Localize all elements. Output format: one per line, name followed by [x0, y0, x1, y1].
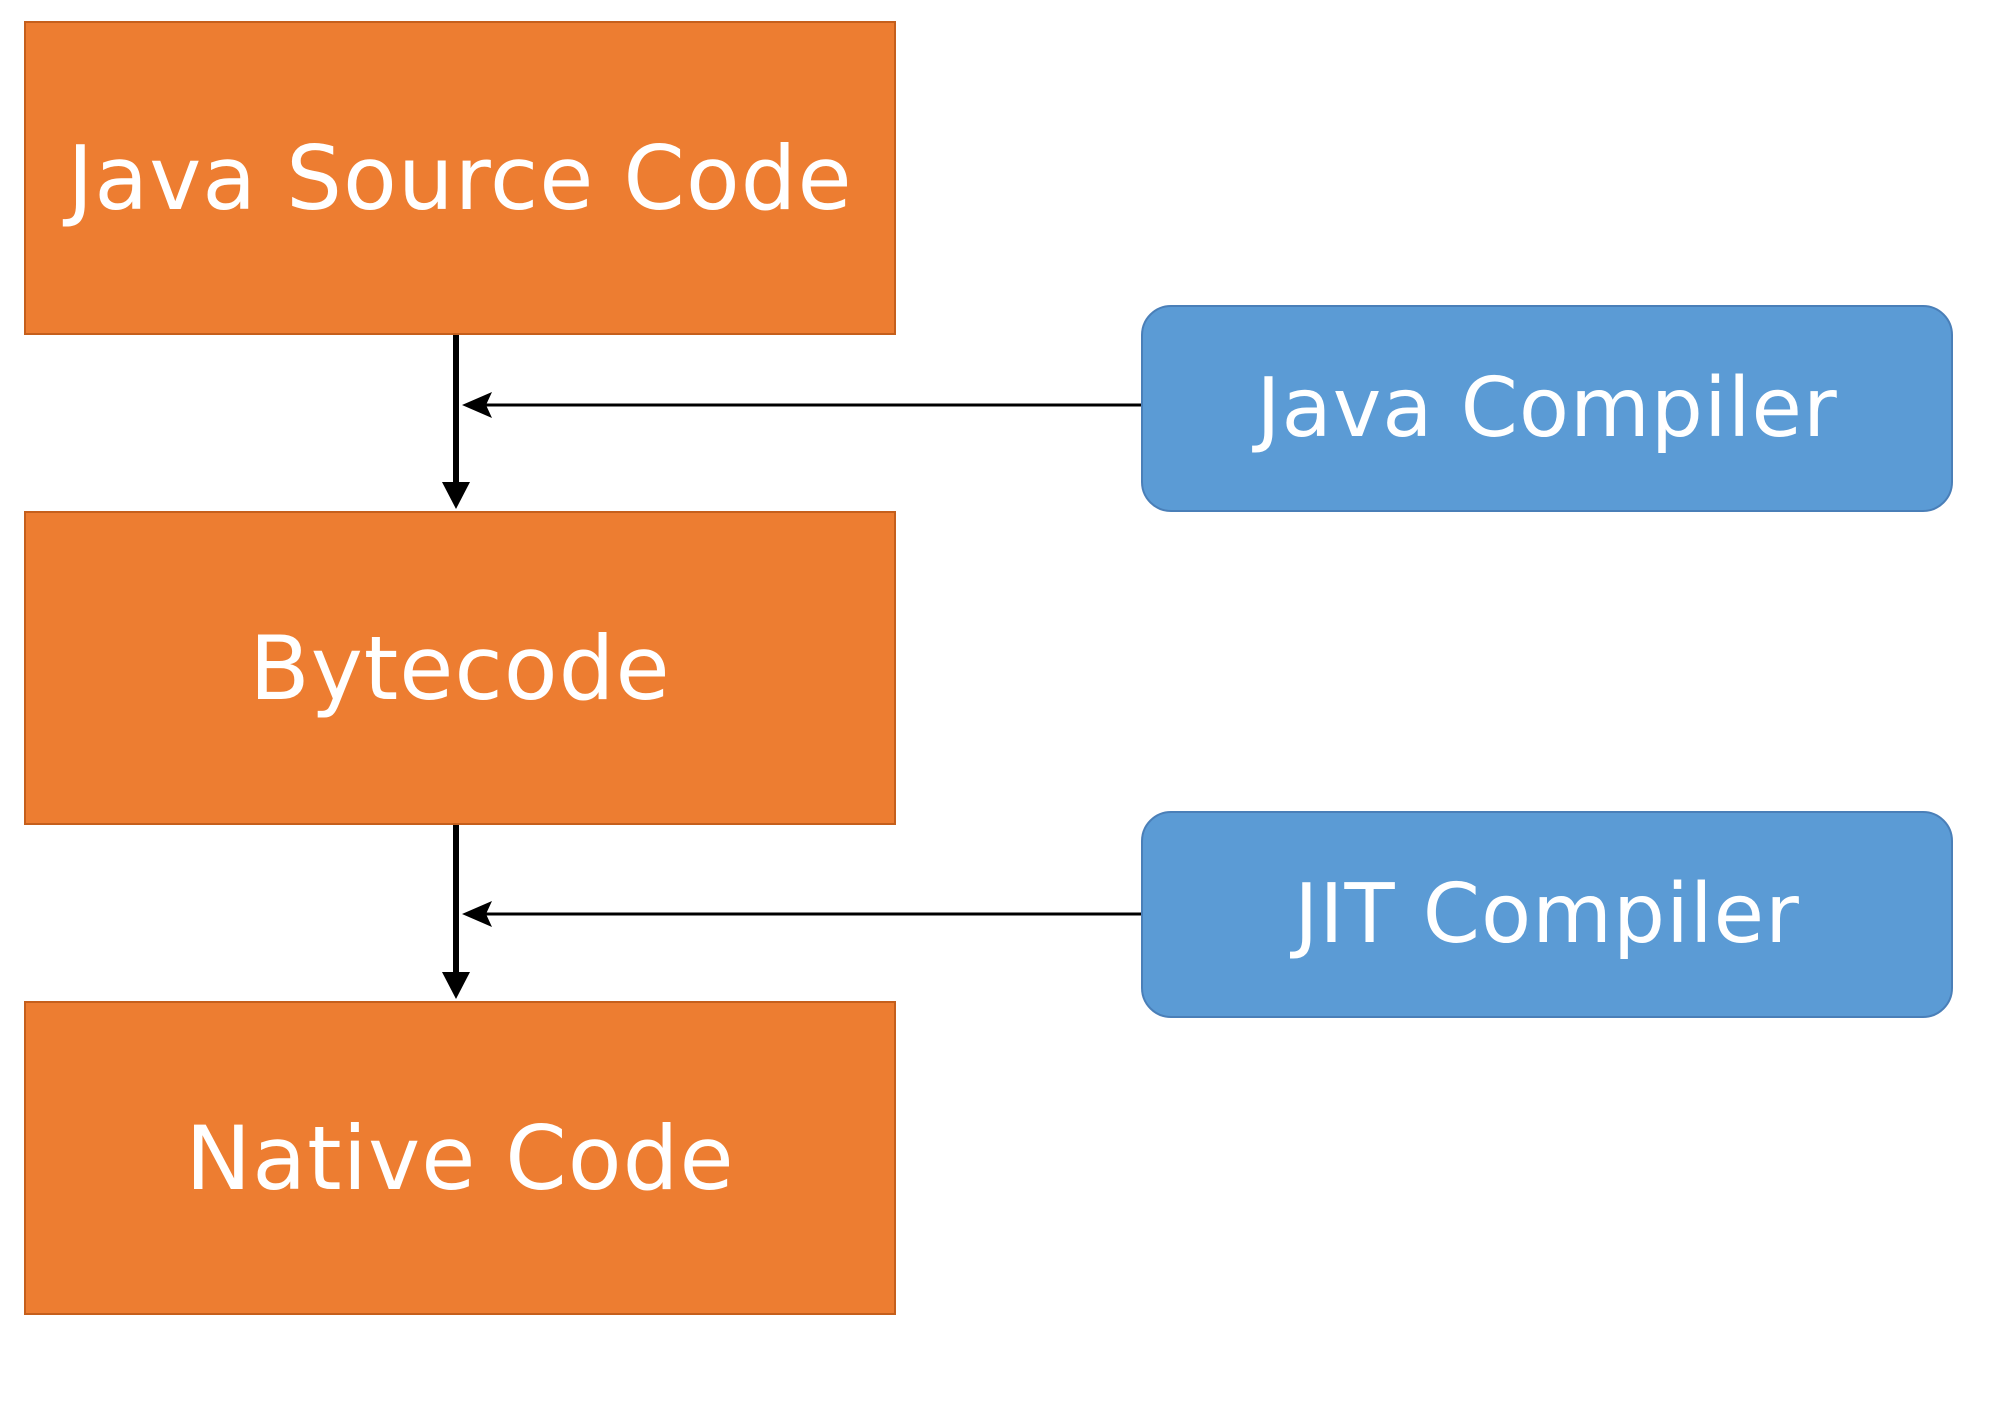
bytecode-label: Bytecode [249, 616, 671, 720]
native-code-box: Native Code [24, 1001, 896, 1315]
arrowhead-java-compiler-to-flow [462, 392, 492, 418]
arrowhead-jit-compiler-to-flow [462, 901, 492, 927]
arrowhead-source-to-bytecode [442, 482, 470, 509]
arrowhead-bytecode-to-native [442, 972, 470, 999]
java-source-code-label: Java Source Code [67, 126, 853, 230]
java-compiler-label: Java Compiler [1256, 361, 1838, 456]
java-source-code-box: Java Source Code [24, 21, 896, 335]
native-code-label: Native Code [185, 1106, 735, 1210]
jit-compiler-box: JIT Compiler [1141, 811, 1953, 1018]
java-compiler-box: Java Compiler [1141, 305, 1953, 512]
jit-compiler-label: JIT Compiler [1294, 867, 1800, 962]
bytecode-box: Bytecode [24, 511, 896, 825]
